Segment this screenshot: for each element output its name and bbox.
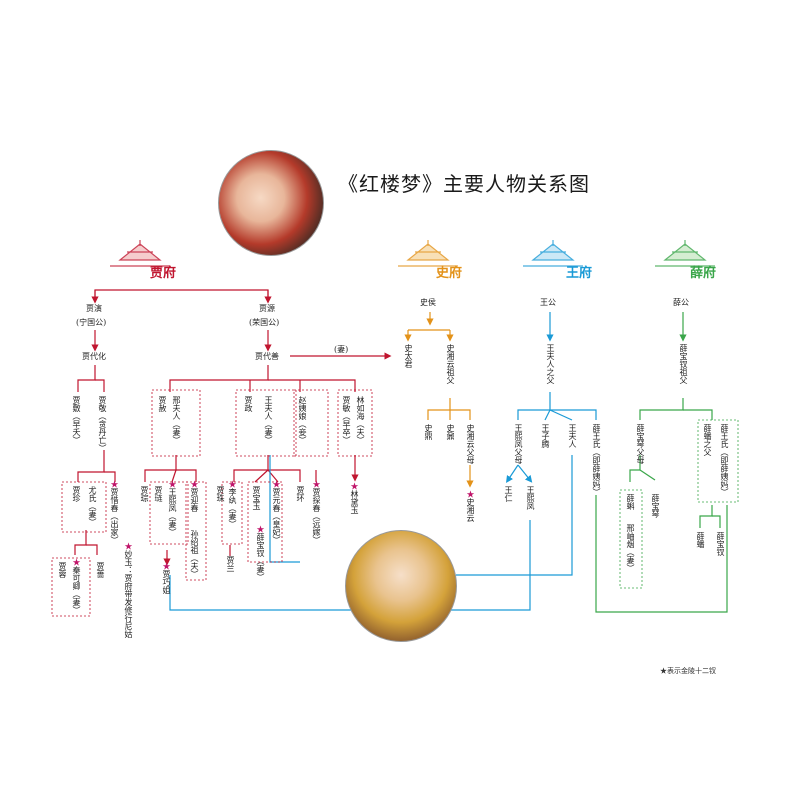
pavilion-icon-xue	[655, 240, 715, 267]
node-baoqin: 薛宝琴	[651, 494, 660, 518]
node-jiafu: 贾敷（早夭）	[72, 396, 81, 444]
pavilion-icon-wang	[523, 240, 583, 267]
node-yuanchun: ★贾元春（皇妃）	[272, 480, 281, 544]
node-shitaijun: 史太君	[404, 344, 413, 368]
node-xingxiuyan: 邢岫烟（妻）	[626, 524, 635, 572]
node-shinai: 史鼐	[446, 424, 455, 440]
diagram-title: 《红楼梦》主要人物关系图	[338, 172, 590, 196]
node-wangxifeng-jia: ★王熙凤（妻）	[168, 480, 177, 536]
node-xichun: ★贾惜春（出家）	[110, 480, 119, 544]
node-xichun-label: 贾惜春（出家）	[110, 488, 119, 544]
node-xiangyun-label: 史湘云	[466, 498, 475, 522]
node-rongguogong: (荣国公)	[249, 318, 280, 327]
wife-link-label: (妻)	[334, 345, 349, 354]
node-shihou: 史侯	[420, 298, 436, 307]
node-liwan: ★李纨（妻）	[228, 480, 237, 528]
node-jiashe: 贾赦	[158, 396, 167, 412]
node-wanggong: 王公	[540, 298, 556, 307]
node-jiazhen: 贾珍	[72, 486, 81, 502]
node-xuepan-father: 薛蟠之父	[703, 424, 712, 456]
pavilion-icon-jia	[110, 240, 170, 267]
node-baochai-jia: ★薛宝钗（妻）	[256, 525, 265, 581]
node-sunshaozu: 孙绍祖（夫）	[190, 530, 199, 578]
node-jiayuan: 贾源	[259, 304, 275, 313]
node-xueshi-xue: 薛王氏（即薛姨妈）	[720, 424, 729, 496]
node-qiaojie-label: 贾巧姐	[162, 570, 171, 594]
node-jiahuan: 贾环	[296, 486, 305, 502]
node-xiangyun-parents: 史湘云父母	[466, 424, 475, 464]
node-daiyu: ★林黛玉	[350, 482, 359, 514]
house-label-xue: 薛府	[690, 266, 717, 281]
node-wangfuren-jia: 王夫人（妻）	[264, 396, 273, 444]
node-wangren: 王仁	[504, 486, 513, 502]
node-jiayan: 贾演	[86, 304, 102, 313]
node-jiadaishan: 贾代善	[255, 352, 279, 361]
house-label-wang: 王府	[566, 266, 593, 281]
node-baoqin-parents: 薛宝琴父母	[636, 424, 645, 464]
node-xueshi-wang: 薛王氏（即薛姨妈）	[592, 424, 601, 496]
node-xueke: 薛蝌	[626, 494, 635, 510]
node-wangfuren-wang: 王夫人	[568, 424, 577, 448]
node-zhaoyiniang: 赵姨娘（妾）	[298, 396, 307, 444]
node-liwan-label: 李纨（妻）	[228, 488, 237, 528]
node-jiaqiang: 贾蔷	[96, 562, 105, 578]
node-daiyu-label: 林黛玉	[350, 490, 359, 514]
node-miaoyu-label: 妙玉：贾府带发修行尼姑	[124, 550, 133, 638]
node-wangxifeng-wang: 王熙凤	[526, 486, 535, 510]
node-qiaojie: ★贾巧姐	[162, 562, 171, 594]
node-yingchun-label: 贾迎春	[190, 488, 199, 512]
portrait-center	[345, 530, 457, 642]
node-tanchun-label: 贾探春（远嫁）	[312, 488, 321, 544]
node-yuanchun-label: 贾元春（皇妃）	[272, 488, 281, 544]
node-baoyu: 贾宝玉	[252, 486, 261, 510]
node-baochai-jia-label: 薛宝钗（妻）	[256, 533, 265, 581]
node-yingchun: ★贾迎春	[190, 480, 199, 512]
node-jiajing: 贾敬（贪丹亡）	[98, 396, 107, 452]
node-jiazheng: 贾政	[244, 396, 253, 412]
house-label-shi: 史府	[436, 266, 463, 281]
node-ningguogong: (宁国公)	[76, 318, 107, 327]
node-wangziteng: 王子腾	[541, 424, 550, 448]
node-miaoyu: ★妙玉：贾府带发修行尼姑	[124, 542, 133, 638]
portrait-top	[218, 150, 324, 256]
node-jiarong: 贾蓉	[58, 562, 67, 578]
node-jiacong: 贾琮	[140, 486, 149, 502]
legend: ★表示金陵十二钗	[660, 667, 716, 675]
node-jialan: 贾兰	[226, 556, 235, 572]
house-label-jia: 贾府	[150, 266, 177, 281]
node-jiamin: 贾敏（早卒）	[342, 396, 351, 444]
node-xuepan: 薛蟠	[696, 532, 705, 548]
node-xue-grandfather: 薛宝钗祖父	[679, 344, 688, 384]
node-shiding: 史鼎	[424, 424, 433, 440]
pavilion-icon-shi	[398, 240, 458, 267]
node-xiangyun: ★史湘云	[466, 490, 475, 522]
node-keqing: ★秦可卿（妻）	[72, 558, 81, 614]
node-jiazhu: 贾珠	[216, 486, 225, 502]
node-wangxifeng-jia-label: 王熙凤（妻）	[168, 488, 177, 536]
node-jiadaihua: 贾代化	[82, 352, 106, 361]
node-xingfuren: 邢夫人（妻）	[172, 396, 181, 444]
node-linruhai: 林如海（夫）	[356, 396, 365, 444]
node-xifeng-parents: 王熙凤父母	[514, 424, 523, 464]
node-baochai-xue: 薛宝钗	[716, 532, 725, 556]
node-tanchun: ★贾探春（远嫁）	[312, 480, 321, 544]
node-xiangyun-grandfather: 史湘云祖父	[446, 344, 455, 384]
node-keqing-label: 秦可卿（妻）	[72, 566, 81, 614]
node-jialian: 贾琏	[154, 486, 163, 502]
node-wangfuren-father: 王夫人之父	[546, 344, 555, 384]
node-xuegong: 薛公	[673, 298, 689, 307]
node-youshi: 尤氏（妻）	[88, 486, 97, 526]
